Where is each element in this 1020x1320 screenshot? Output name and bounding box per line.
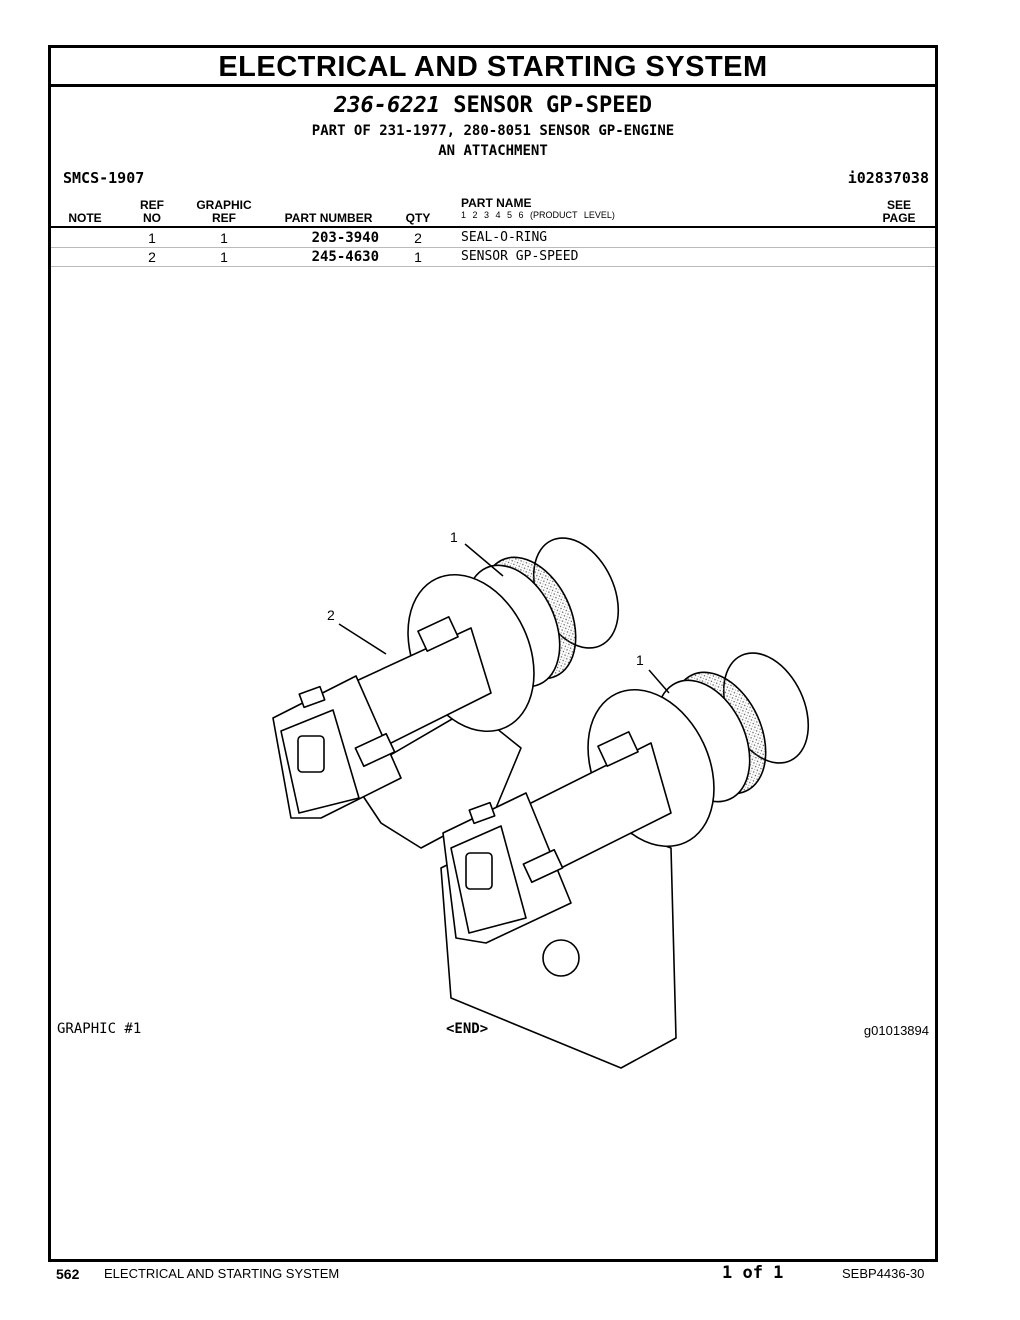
col-graphic-ref-top: GRAPHIC	[196, 198, 252, 212]
part-heading: 236-6221 SENSOR GP-SPEED	[51, 93, 935, 118]
col-qty: QTY	[405, 211, 431, 225]
end-marker: <END>	[446, 1021, 489, 1037]
callout-1-leader	[464, 543, 504, 577]
header-divider	[51, 226, 935, 228]
cell-ref-no: 2	[148, 249, 156, 265]
table-row: 2 1 245-4630 1 SENSOR GP-SPEED	[51, 247, 935, 267]
bracket-hole	[542, 939, 580, 977]
table-row: 1 1 203-3940 2 SEAL-O-RING	[51, 228, 935, 248]
col-ref-no: REF NO	[133, 199, 171, 225]
cell-graphic-ref: 1	[220, 230, 228, 246]
attachment-line: AN ATTACHMENT	[438, 143, 548, 159]
footer-section: ELECTRICAL AND STARTING SYSTEM	[104, 1266, 340, 1281]
callout-2-leader	[338, 623, 387, 655]
cell-qty: 2	[414, 230, 422, 246]
part-heading-number: 236-6221	[334, 93, 441, 118]
page-title: ELECTRICAL AND STARTING SYSTEM	[51, 48, 935, 87]
product-levels: 1 2 3 4 5 6 (PRODUCT LEVEL)	[461, 210, 615, 220]
callout-1b-leader	[648, 669, 670, 694]
cell-qty: 1	[414, 249, 422, 265]
callout-1: 1	[450, 529, 458, 545]
col-see-page: SEE PAGE	[871, 199, 927, 225]
graphic-id: g01013894	[863, 1023, 929, 1038]
callout-1b: 1	[636, 652, 644, 668]
cell-part-name: SEAL-O-RING	[461, 230, 548, 245]
page-number: 562	[56, 1266, 80, 1282]
graphic-label: GRAPHIC #1	[57, 1021, 142, 1037]
smcs-code: SMCS-1907	[63, 169, 145, 187]
col-see-page-bottom: PAGE	[882, 211, 916, 225]
sensor-illustration: 1 2 1	[272, 529, 810, 1069]
cell-ref-no: 1	[148, 230, 156, 246]
callout-2: 2	[327, 607, 335, 623]
col-part-number: PART NUMBER	[284, 211, 373, 225]
col-see-page-top: SEE	[886, 198, 911, 212]
col-part-name: PART NAME	[461, 196, 532, 210]
cell-part-number: 203-3940	[311, 230, 379, 246]
col-ref-no-top: REF	[140, 198, 164, 212]
part-heading-name: SENSOR GP-SPEED	[453, 93, 652, 118]
col-note: NOTE	[68, 211, 102, 225]
col-graphic-ref-bottom: REF	[212, 211, 236, 225]
cell-graphic-ref: 1	[220, 249, 228, 265]
page-of: 1 of 1	[722, 1263, 784, 1283]
cell-part-number: 245-4630	[311, 249, 379, 265]
document-reference: i02837038	[847, 169, 929, 187]
document-number: SEBP4436-30	[842, 1266, 925, 1281]
col-graphic-ref: GRAPHIC REF	[189, 199, 259, 225]
part-of-line: PART OF 231-1977, 280-8051 SENSOR GP-ENG…	[311, 123, 675, 139]
cell-part-name: SENSOR GP-SPEED	[461, 249, 579, 264]
col-ref-no-bottom: NO	[143, 211, 161, 225]
page-frame: ELECTRICAL AND STARTING SYSTEM 236-6221 …	[48, 45, 938, 1262]
